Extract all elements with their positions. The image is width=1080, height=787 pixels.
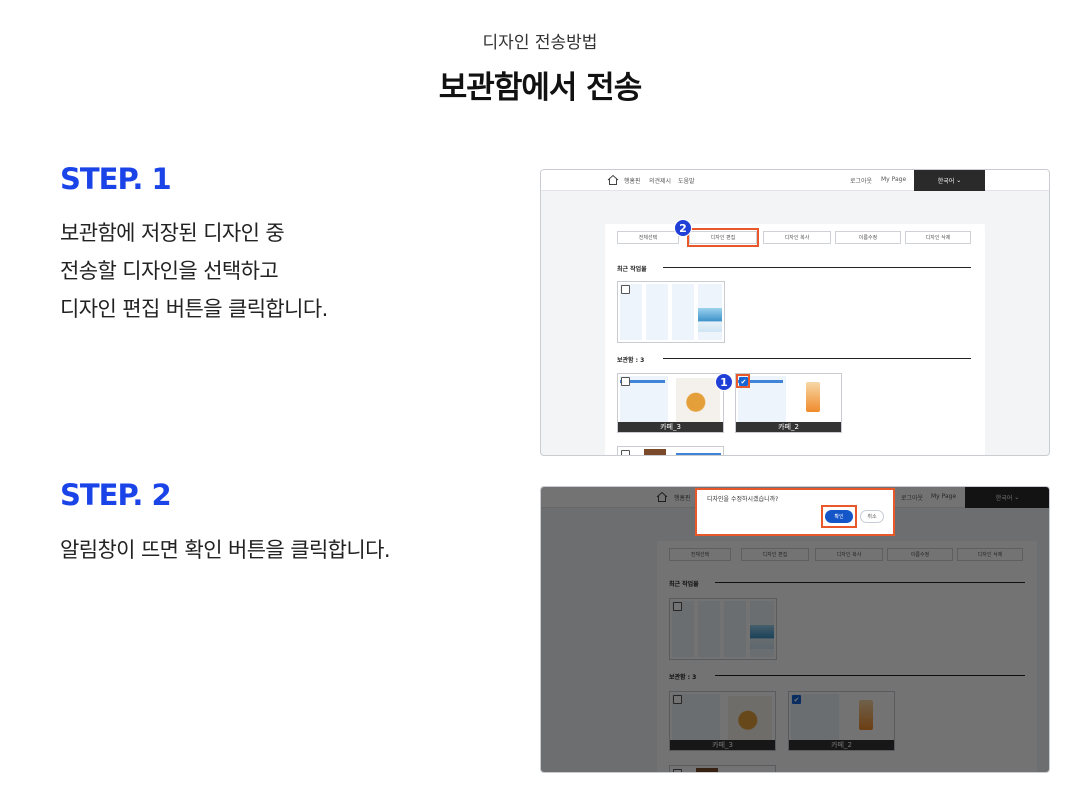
design-panel: 전체선택 디자인 편집 디자인 복사 이름수정 디자인 삭제 2 최근 작업물 … <box>605 219 985 455</box>
design-caption: 카페_2 <box>736 422 841 432</box>
section-divider <box>663 358 971 359</box>
language-select[interactable]: 한국어 ⌄ <box>914 170 985 191</box>
nav-feedback-link[interactable]: 의견제시 <box>649 178 672 185</box>
mypage-link[interactable]: My Page <box>881 176 907 183</box>
nav-help-link[interactable]: 도움말 <box>678 178 695 185</box>
step-badge-2: 2 <box>674 219 692 237</box>
step-1-screenshot: 행홈핀 의견제시 도움말 로그아웃 My Page 한국어 ⌄ 전체선택 디자인… <box>540 169 1050 456</box>
tab-copy-design[interactable]: 디자인 복사 <box>763 231 831 244</box>
sea-image <box>698 308 722 332</box>
step-1-description: 보관함에 저장된 디자인 중 전송할 디자인을 선택하고 디자인 편집 버튼을 … <box>60 214 328 328</box>
design-caption: 카페_3 <box>618 422 723 432</box>
app-topbar: 행홈핀 의견제시 도움말 로그아웃 My Page 한국어 ⌄ <box>541 170 1049 191</box>
tab-delete-design[interactable]: 디자인 삭제 <box>905 231 971 244</box>
confirm-cancel-button[interactable]: 취소 <box>860 510 884 523</box>
language-value: 한국어 <box>937 178 955 185</box>
edit-highlight <box>687 228 759 247</box>
step-1-line: 디자인 편집 버튼을 클릭합니다. <box>60 297 328 321</box>
drink-image <box>806 382 820 412</box>
checkbox-highlight <box>736 374 750 388</box>
ok-highlight <box>821 505 857 528</box>
tab-edit-design[interactable]: 디자인 편집 <box>689 231 757 244</box>
design-checkbox[interactable] <box>621 450 630 455</box>
design-checkbox[interactable]: ✔ <box>739 377 748 386</box>
dialog-message: 디자인을 수정하시겠습니까? <box>707 496 779 503</box>
thumb-header-bar <box>676 453 721 455</box>
step-1-line: 전송할 디자인을 선택하고 <box>60 259 279 283</box>
step-2-screenshot: 행홈핀 로그아웃 My Page 한국어 ⌄ 전체선택 디자인 편집 디자인 복… <box>540 486 1050 773</box>
recent-checkbox[interactable] <box>621 285 630 294</box>
thumb-column <box>672 284 694 340</box>
page-title: 보관함에서 전송 <box>438 70 642 106</box>
step-1-line: 보관함에 저장된 디자인 중 <box>60 221 285 245</box>
page-subtitle: 디자인 전송방법 <box>482 33 598 53</box>
nav-home-link[interactable]: 행홈핀 <box>624 178 641 185</box>
coffee-image <box>644 449 666 455</box>
thumb-header-bar <box>620 380 665 383</box>
logout-link[interactable]: 로그아웃 <box>850 178 873 185</box>
home-icon[interactable] <box>607 174 619 186</box>
step-badge-1: 1 <box>715 373 733 391</box>
design-card-cafe3[interactable]: 카페_3 <box>617 373 724 433</box>
thumb-column <box>646 284 668 340</box>
tab-select-all[interactable]: 전체선택 <box>617 231 679 244</box>
step-2-description: 알림창이 뜨면 확인 버튼을 클릭합니다. <box>60 531 391 569</box>
design-card-partial[interactable] <box>617 446 724 455</box>
confirm-dialog: 디자인을 수정하시겠습니까? 확인 취소 <box>695 488 895 536</box>
thumb-column <box>620 284 642 340</box>
recent-design-thumbnail[interactable] <box>617 281 725 343</box>
tea-image <box>676 378 720 422</box>
step-2-heading: STEP. 2 <box>60 478 172 512</box>
design-checkbox[interactable] <box>621 377 630 386</box>
storage-section-label: 보관함 : 3 <box>617 357 645 364</box>
tab-rename[interactable]: 이름수정 <box>835 231 901 244</box>
step-1-heading: STEP. 1 <box>60 162 172 196</box>
step-2-line: 알림창이 뜨면 확인 버튼을 클릭합니다. <box>60 538 391 562</box>
chevron-down-icon: ⌄ <box>956 177 962 184</box>
recent-section-label: 최근 작업물 <box>617 266 647 273</box>
thumb-header-bar <box>738 380 783 383</box>
section-divider <box>663 267 971 268</box>
confirm-ok-button[interactable]: 확인 <box>825 510 853 523</box>
design-card-cafe2[interactable]: ✔ 카페_2 <box>735 373 842 433</box>
